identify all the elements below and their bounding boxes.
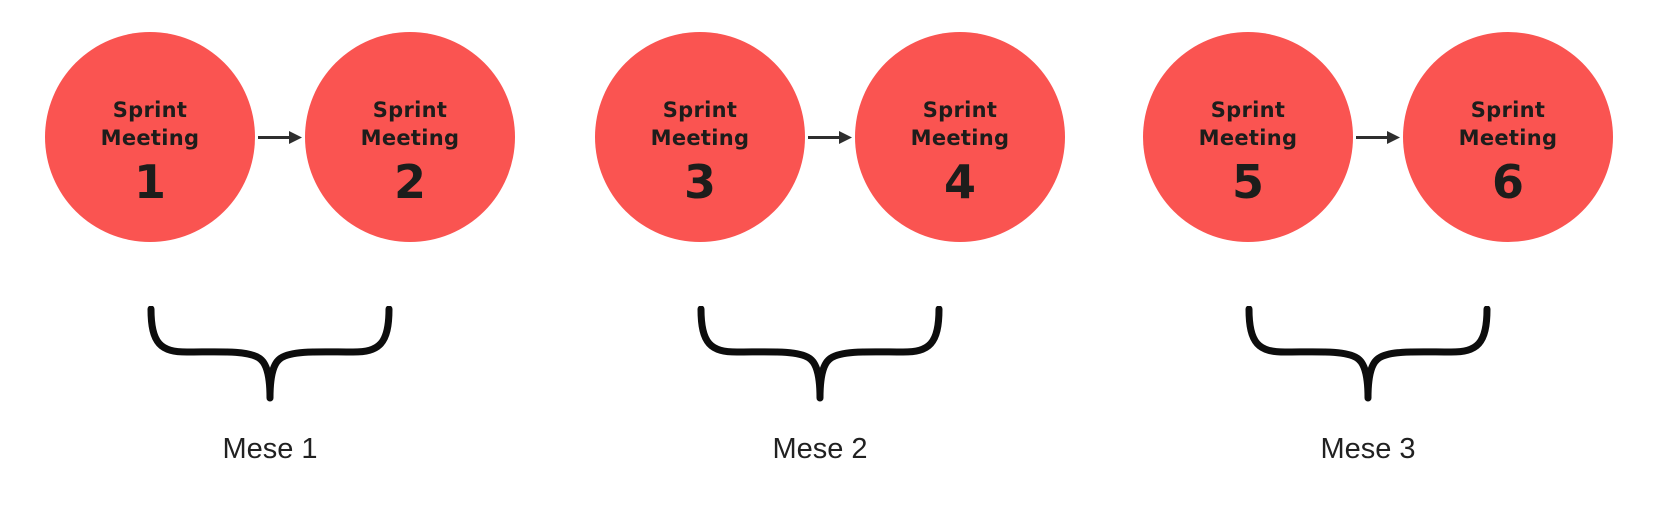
sprint-meeting-4-node: Sprint Meeting 4 — [855, 32, 1065, 242]
sprint-meeting-number: 2 — [393, 154, 426, 209]
month-label: Mese 3 — [1320, 433, 1416, 465]
sprint-meeting-2-node: Sprint Meeting 2 — [305, 32, 515, 242]
sprint-meeting-title: Sprint Meeting — [1198, 97, 1298, 150]
curly-brace-icon — [697, 306, 943, 402]
month-group-1: Sprint Meeting 1 Sprint Meeting 2 Mese 1 — [45, 0, 515, 511]
month-label: Mese 1 — [222, 433, 318, 465]
sprint-meeting-number: 1 — [133, 154, 166, 209]
sprint-meeting-3-node: Sprint Meeting 3 — [595, 32, 805, 242]
sprint-meeting-title: Sprint Meeting — [910, 97, 1010, 150]
month-group-2: Sprint Meeting 3 Sprint Meeting 4 Mese 2 — [595, 0, 1065, 511]
arrow-right-icon — [1356, 131, 1400, 144]
sprint-meeting-number: 5 — [1231, 154, 1264, 209]
sprint-meeting-title: Sprint Meeting — [650, 97, 750, 150]
sprint-meeting-5-node: Sprint Meeting 5 — [1143, 32, 1353, 242]
arrow-right-icon — [258, 131, 302, 144]
arrow-right-icon — [808, 131, 852, 144]
sprint-meeting-title: Sprint Meeting — [1458, 97, 1558, 150]
month-label: Mese 2 — [772, 433, 868, 465]
sprint-meeting-number: 6 — [1491, 154, 1524, 209]
sprint-meeting-number: 4 — [943, 154, 976, 209]
sprint-meeting-1-node: Sprint Meeting 1 — [45, 32, 255, 242]
sprint-meeting-title: Sprint Meeting — [100, 97, 200, 150]
month-group-3: Sprint Meeting 5 Sprint Meeting 6 Mese 3 — [1143, 0, 1613, 511]
sprint-meeting-6-node: Sprint Meeting 6 — [1403, 32, 1613, 242]
curly-brace-icon — [147, 306, 393, 402]
curly-brace-icon — [1245, 306, 1491, 402]
sprint-meeting-title: Sprint Meeting — [360, 97, 460, 150]
sprint-meeting-number: 3 — [683, 154, 716, 209]
